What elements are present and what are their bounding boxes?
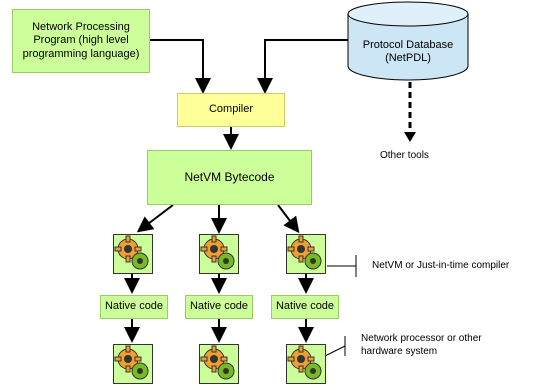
- bytecode-box: NetVM Bytecode: [147, 150, 312, 205]
- gears-icon: [114, 345, 149, 380]
- native-code-label: Native code: [189, 300, 249, 313]
- gears-icon: [200, 235, 235, 270]
- gears-icon: [114, 235, 149, 270]
- database-to-compiler-arrow: [257, 39, 348, 94]
- program-label: Network Processing Program (high level p…: [22, 21, 140, 60]
- hardware-annotation: Network processor or other hardware syst…: [361, 333, 482, 357]
- vm-box-2: [199, 234, 239, 274]
- program-to-compiler-arrow: [150, 39, 211, 94]
- native-code-box-2: Native code: [185, 295, 253, 319]
- vm-box-3: [286, 234, 326, 274]
- native-code-label: Native code: [104, 300, 164, 313]
- bytecode-to-vm1-arrow: [136, 204, 174, 233]
- gears-icon: [200, 345, 235, 380]
- gears-icon: [287, 235, 322, 270]
- database-box: Protocol Database (NetPDL): [350, 32, 466, 72]
- other-tools-arrowhead: [404, 132, 416, 142]
- database-label: Protocol Database (NetPDL): [362, 38, 454, 64]
- hardware-callout-line: [324, 345, 346, 357]
- bytecode-to-vm3-arrow: [277, 204, 300, 234]
- database-cylinder: [347, 1, 469, 81]
- hardware-box-2: [199, 344, 239, 384]
- vm-box-1: [113, 234, 153, 274]
- gears-icon: [287, 345, 322, 380]
- native-code-box-1: Native code: [100, 295, 168, 319]
- native-code-box-3: Native code: [271, 295, 339, 319]
- native-code-label: Native code: [275, 300, 335, 313]
- hardware-box-3: [286, 344, 326, 384]
- program-box: Network Processing Program (high level p…: [12, 9, 150, 73]
- jit-annotation: NetVM or Just-in-time compiler: [372, 260, 510, 271]
- bytecode-label: NetVM Bytecode: [184, 170, 275, 185]
- other-tools-label: Other tools: [380, 150, 429, 161]
- compiler-label: Compiler: [208, 103, 253, 116]
- hardware-box-1: [113, 344, 153, 384]
- compiler-box: Compiler: [177, 93, 285, 127]
